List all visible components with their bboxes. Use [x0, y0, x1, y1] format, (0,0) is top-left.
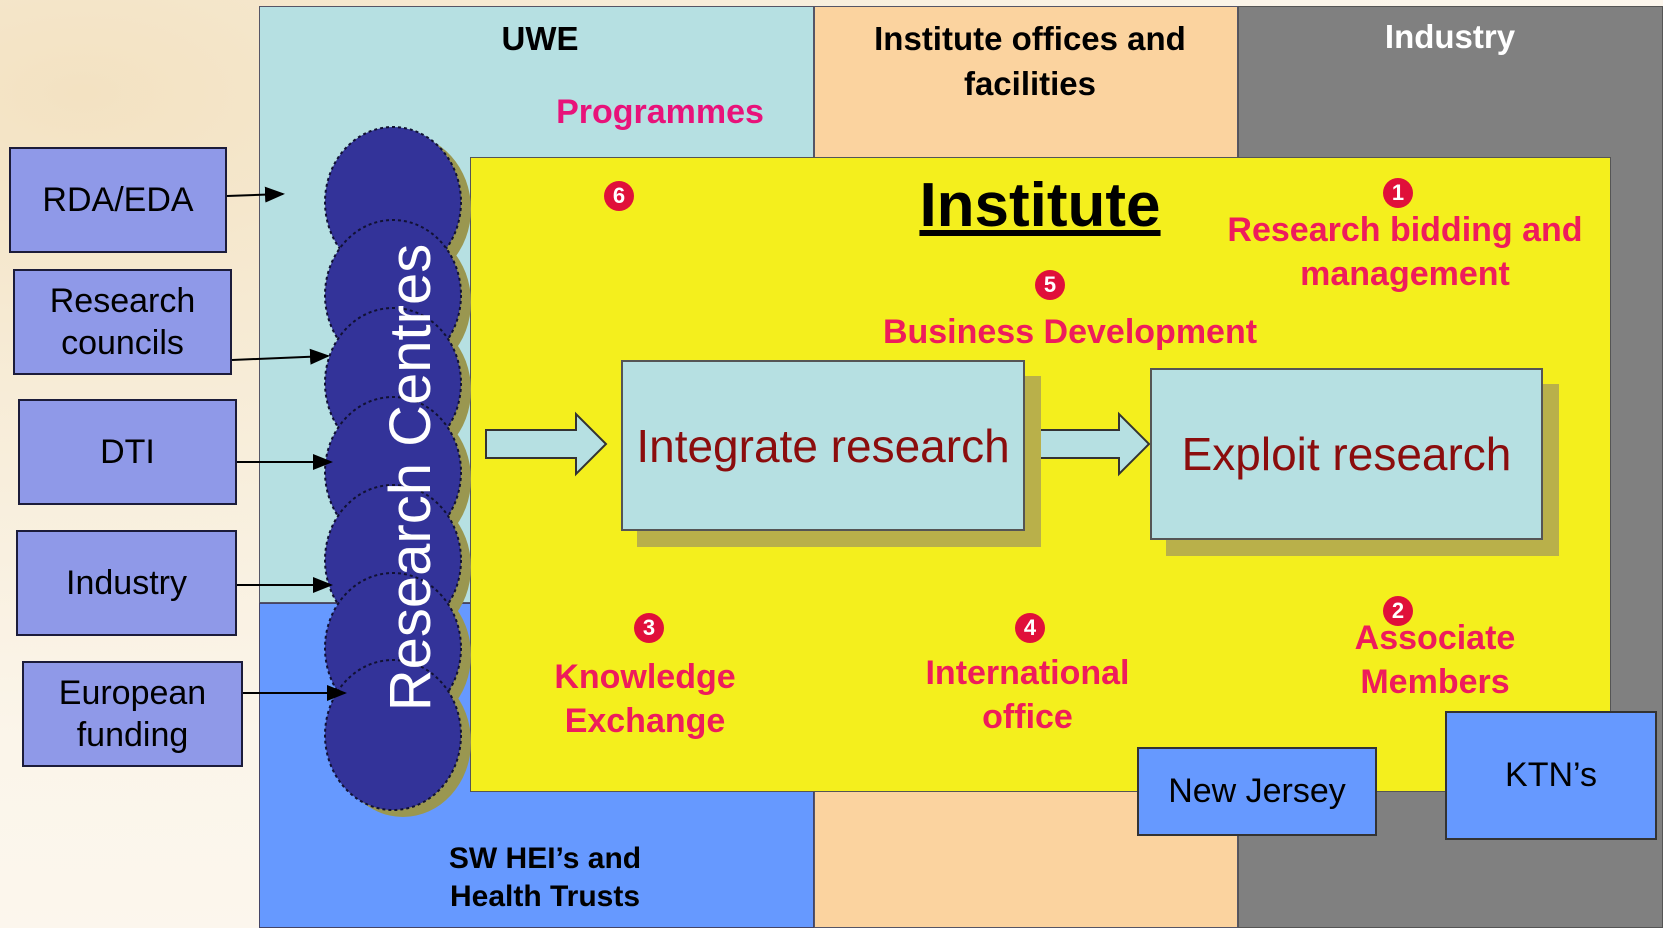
- block-arrow-to-integrate: [485, 411, 608, 477]
- knowledge-exchange-label: Knowledge Exchange: [554, 658, 736, 740]
- international-office-label: International office: [925, 654, 1130, 736]
- item-number-5: 5: [1035, 270, 1065, 300]
- item-number-3: 3: [634, 613, 664, 643]
- integrate-research-box: Integrate research: [621, 360, 1025, 531]
- item-number-1: 1: [1383, 178, 1413, 208]
- programmes-label: Programmes: [556, 93, 764, 131]
- item-number-2: 2: [1383, 596, 1413, 626]
- funding-box-industry: Industry: [16, 530, 237, 636]
- funding-box-european: European funding: [22, 661, 243, 767]
- new-jersey-box: New Jersey: [1137, 747, 1377, 836]
- exploit-research-box: Exploit research: [1150, 368, 1543, 540]
- ktns-label: KTN’s: [1505, 756, 1597, 794]
- new-jersey-label: New Jersey: [1168, 772, 1346, 810]
- research-centre-ellipse: [324, 659, 462, 811]
- associate-members-label: Associate Members: [1354, 619, 1516, 701]
- research-centre-ellipses: [324, 126, 462, 811]
- uwe-header: UWE: [501, 20, 579, 57]
- business-development-label: Business Development: [882, 313, 1258, 351]
- funding-box-research-councils: Research councils: [13, 269, 232, 375]
- sw-hei-header: SW HEI’s and Health Trusts: [448, 842, 642, 913]
- arrow-rda-eda: [226, 186, 285, 203]
- exploit-research-label: Exploit research: [1181, 428, 1512, 480]
- industry-header: Industry: [1384, 18, 1516, 55]
- research-centres-stack: [324, 126, 471, 817]
- funding-box-rda-eda: RDA/EDA: [9, 147, 227, 253]
- institute-offices-header: Institute offices and facilities: [874, 20, 1186, 102]
- funding-box-dti: DTI: [18, 399, 237, 505]
- arrow-research-councils: [231, 348, 330, 365]
- item-number-6: 6: [604, 181, 634, 211]
- block-arrow-to-exploit: [1028, 411, 1151, 477]
- item-number-4: 4: [1015, 613, 1045, 643]
- research-bidding-label: Research bidding and management: [1227, 211, 1583, 293]
- ktns-box: KTN’s: [1445, 711, 1657, 840]
- integrate-research-label: Integrate research: [636, 419, 1010, 472]
- institute-title: Institute: [919, 171, 1161, 240]
